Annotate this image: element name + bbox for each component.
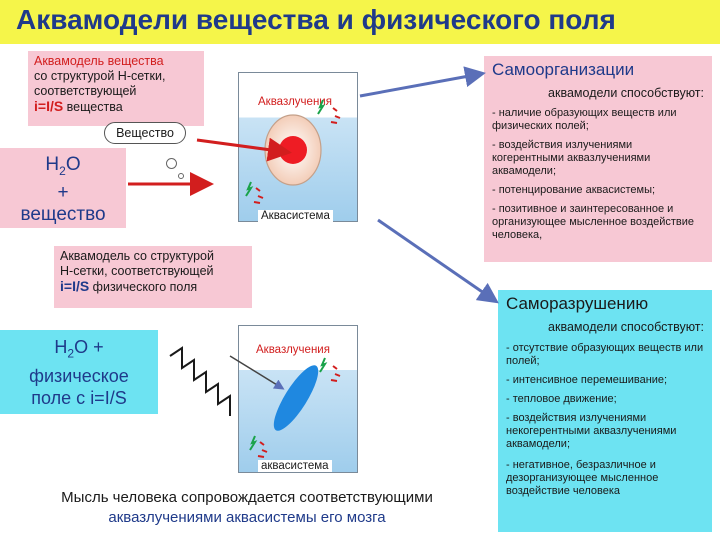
substance-to-beaker-arrow — [196, 137, 292, 162]
h2o-plus: + — [57, 181, 69, 203]
h2o-field-line2: физическое — [29, 365, 129, 386]
cloud-bubble-small — [178, 173, 184, 179]
substance-block-line4: i=I/S вещества — [34, 99, 198, 115]
to-self-organization-arrow — [359, 66, 486, 98]
h2o-field-line1: Н2О + — [0, 336, 158, 365]
self-destruction-title: Саморазрушению — [498, 290, 712, 320]
h2o-field-line3: поле с i=I/S — [0, 387, 158, 409]
substance-block-line3: соответствующей — [34, 84, 137, 98]
self-destr-item: - интенсивное перемешивание; — [506, 374, 668, 386]
self-org-item: - потенцирование аквасистемы; — [492, 184, 656, 196]
substance-suffix: вещества — [66, 100, 123, 114]
self-destr-item: - воздействия излучениями некогерентными… — [506, 412, 677, 450]
page-title: Аквамодели вещества и физического поля — [16, 4, 616, 35]
aquamodel-nucleus — [279, 136, 307, 164]
cloud-bubble-large — [166, 158, 177, 169]
substance-formula: i=I/S — [34, 98, 64, 114]
substance-block-line1: Аквамодель вещества — [34, 54, 198, 69]
substance-cloud: Вещество — [104, 122, 186, 144]
lightning-icon — [245, 181, 264, 204]
title-bar — [0, 0, 720, 44]
field-formula: i=I/S — [60, 278, 90, 294]
substance-aquamodel-block: Аквамодель вещества со структурой Н-сетк… — [28, 51, 204, 126]
field-to-beaker-arrow — [229, 355, 285, 390]
h2o-sub: 2 — [59, 163, 66, 178]
self-destr-item: - отсутствие образующих веществ или поле… — [506, 342, 704, 367]
self-organization-head: аквамодели способствуют: — [548, 86, 704, 100]
h2o-substance-word: вещество — [20, 203, 106, 225]
wave-icon — [169, 346, 231, 416]
top-aqua-emission-label: Аквазлучения — [256, 96, 334, 108]
thought-line2: аквазлучениями аквасистемы его мозга — [108, 509, 386, 526]
lightning-icon — [249, 435, 268, 458]
field-block-line2: Н-сетки, соответствующей — [60, 264, 214, 278]
field-aquamodel-block: Аквамодель со структурой Н-сетки, соотве… — [54, 246, 252, 308]
self-destr-item: - тепловое движение; — [506, 393, 617, 405]
self-org-item: - позитивное и заинтересованное и органи… — [492, 203, 695, 241]
field-aquamodel-ellipse — [273, 365, 319, 431]
h2o-o: О — [65, 154, 81, 175]
h2o-field-o: О — [74, 337, 89, 357]
h2o-field-block: Н2О + физическое поле с i=I/S — [0, 330, 158, 414]
h2o-field-formula: i=I/S — [90, 387, 127, 408]
h2o-h: Н — [45, 154, 60, 175]
self-org-item: - наличие образующих веществ или физичес… — [492, 107, 677, 132]
top-beaker-label: Аквасистема — [258, 210, 333, 222]
self-destruction-panel: аквамодели способствуют: - отсутствие об… — [498, 320, 712, 532]
h2o-substance-block: Н2О + вещество — [0, 148, 126, 228]
lightning-icon — [319, 357, 341, 382]
self-organization-title: Самоорганизации — [484, 56, 712, 86]
lightning-icon — [317, 99, 341, 124]
bottom-aqua-emission-label: Аквазлучения — [254, 344, 332, 356]
h2o-field-line3-text: поле с — [31, 387, 86, 408]
self-destruction-head: аквамодели способствуют: — [548, 320, 704, 334]
to-self-destruction-arrow — [377, 218, 499, 304]
h2o-field-plus: + — [93, 337, 104, 357]
substance-block-line2: со структурой Н-сетки, — [34, 69, 166, 83]
bottom-beaker-label: аквасистема — [258, 460, 332, 472]
self-destr-item: - негативное, безразличное и дезорганизу… — [506, 459, 659, 497]
thought-caption: Мысль человека сопровождается соответств… — [0, 488, 494, 528]
field-suffix: физического поля — [92, 280, 198, 294]
self-organization-panel: аквамодели способствуют: - наличие образ… — [484, 86, 712, 262]
self-org-item: - воздействия излучениями когерентными а… — [492, 139, 651, 177]
substance-block-line1-text: Аквамодель вещества — [34, 54, 164, 68]
field-block-line1: Аквамодель со структурой — [60, 249, 214, 263]
h2o-field-sub: 2 — [67, 346, 75, 361]
field-block-line3: i=I/S физического поля — [60, 279, 246, 295]
h2o-field-h: Н — [54, 337, 68, 357]
thought-line1: Мысль человека сопровождается соответств… — [61, 489, 433, 506]
h2o-formula-line: Н2О — [0, 154, 126, 182]
